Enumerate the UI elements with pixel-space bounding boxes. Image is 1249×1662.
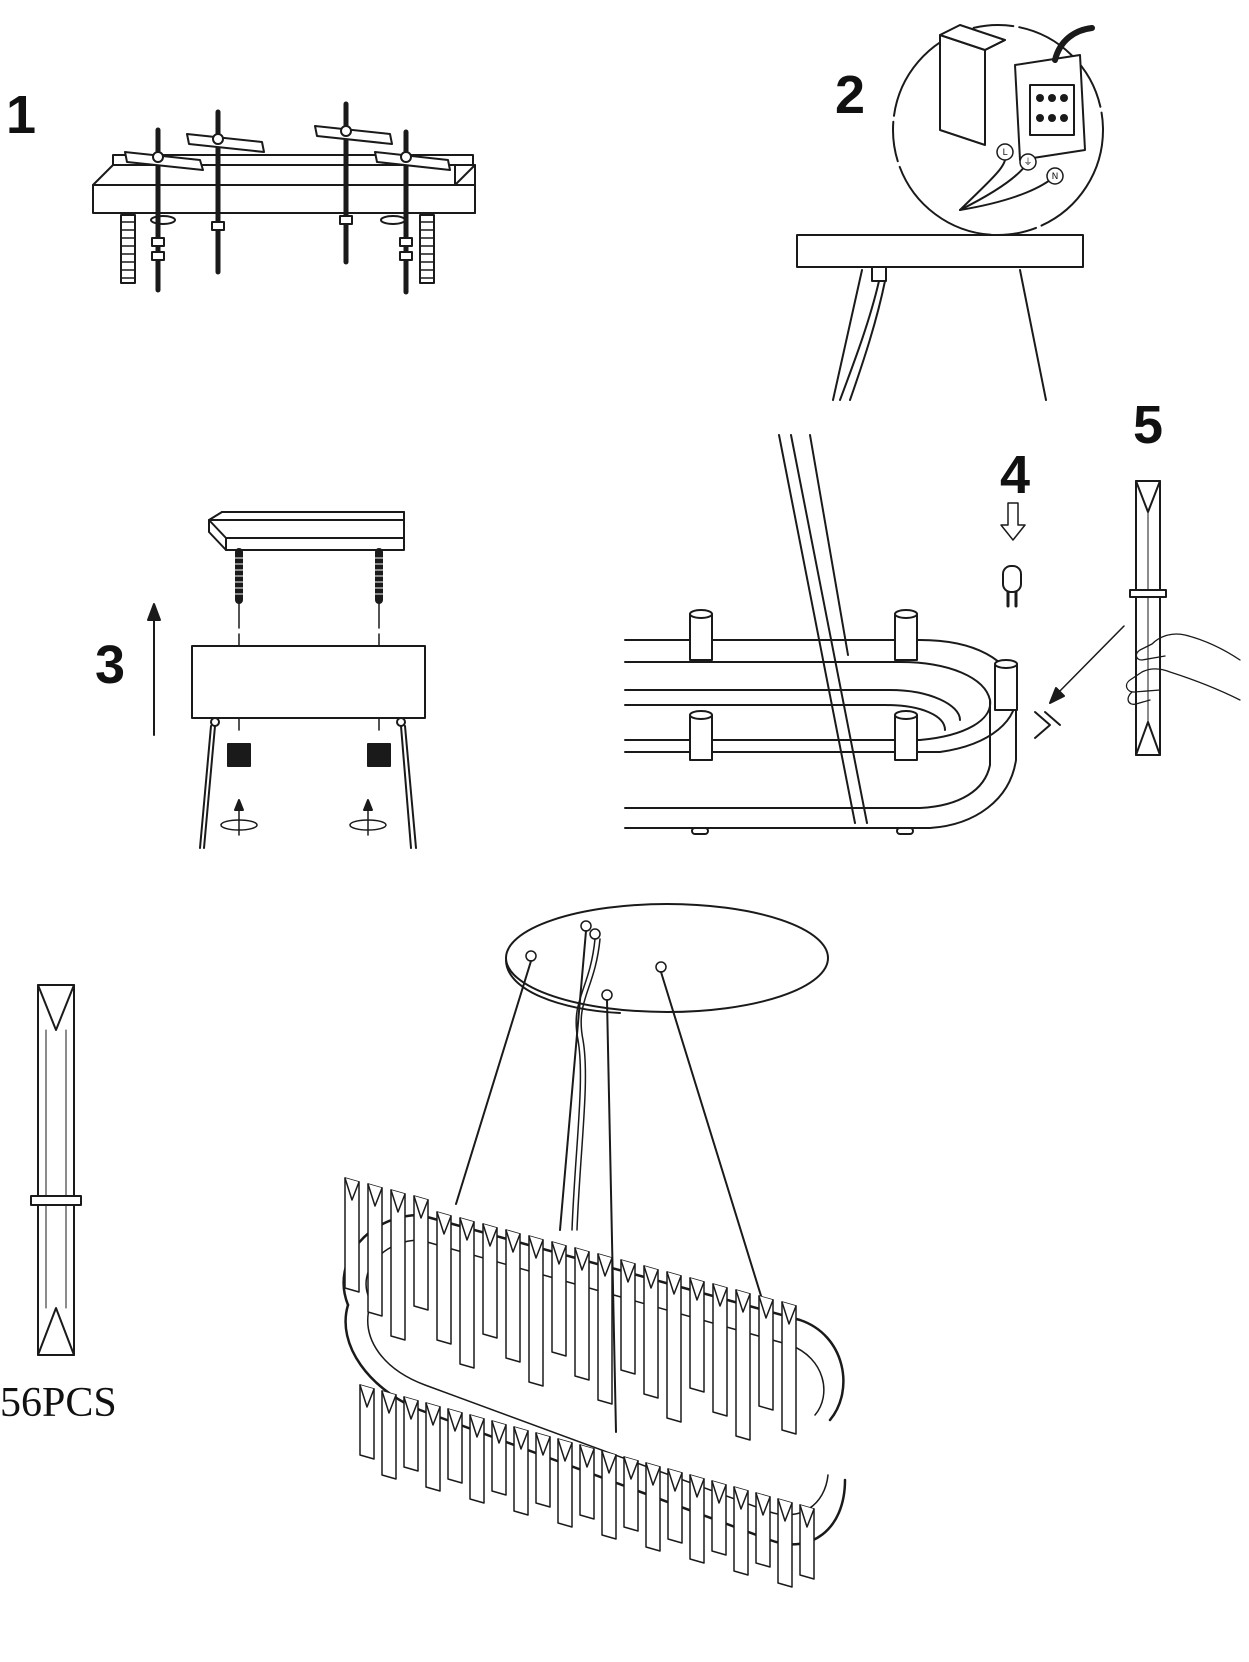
crystal-front [491, 1420, 507, 1496]
step-4-number: 4 [1000, 445, 1031, 505]
crystal-front-facet [601, 1450, 617, 1474]
crystal-front-facet [645, 1462, 661, 1486]
crystal-front [755, 1492, 771, 1568]
crystal-back-facet [436, 1211, 452, 1235]
step-5-number: 5 [1133, 395, 1164, 455]
step-2-wiring-illustration: L ⏚ N [796, 24, 1104, 401]
crystal-front [579, 1444, 595, 1520]
crystal-front-facet [799, 1504, 815, 1528]
crystal-back [574, 1247, 590, 1381]
crystal-back-facet [551, 1241, 567, 1265]
crystal-front [359, 1384, 375, 1460]
crystal-front-facet [777, 1498, 793, 1522]
step-2-number: 2 [835, 65, 866, 125]
step-3-number: 3 [95, 635, 126, 695]
crystal-front [403, 1396, 419, 1472]
terminal-neutral-label: N [1052, 172, 1059, 182]
crystal-back [666, 1271, 682, 1423]
crystal-front [777, 1498, 793, 1588]
crystal-back [689, 1277, 705, 1393]
crystal-front-facet [579, 1444, 595, 1468]
crystal-back-facet [689, 1277, 705, 1301]
crystal-back-facet [459, 1217, 475, 1241]
crystal-back-facet [781, 1301, 797, 1325]
crystal-back [344, 1177, 360, 1293]
crystal-front-facet [535, 1432, 551, 1456]
crystal-front [557, 1438, 573, 1528]
crystal-back [643, 1265, 659, 1399]
crystal-front [381, 1390, 397, 1480]
crystal-back-facet [505, 1229, 521, 1253]
crystal-back [781, 1301, 797, 1435]
crystal-back [505, 1229, 521, 1363]
crystal-front-facet [469, 1414, 485, 1438]
terminal-ground-label: ⏚ [1023, 157, 1032, 168]
step-3-canopy-illustration [147, 511, 426, 849]
crystal-front [733, 1486, 749, 1576]
step-1-number: 1 [6, 85, 37, 145]
crystal-front [425, 1402, 441, 1492]
crystal-back-facet [597, 1253, 613, 1277]
crystal-front [799, 1504, 815, 1580]
crystal-front-facet [557, 1438, 573, 1462]
crystal-back-facet [643, 1265, 659, 1289]
crystal-front-facet [623, 1456, 639, 1480]
crystal-back [597, 1253, 613, 1405]
crystal-front [623, 1456, 639, 1532]
crystal-back [551, 1241, 567, 1357]
crystal-back [735, 1289, 751, 1441]
crystal-front [513, 1426, 529, 1516]
step-4-5-ring-illustration [624, 434, 1241, 835]
crystal-front [469, 1414, 485, 1504]
crystal-back [459, 1217, 475, 1369]
crystal-back-facet [712, 1283, 728, 1307]
crystal-front-facet [755, 1492, 771, 1516]
crystal-back [436, 1211, 452, 1345]
crystal-front-facet [513, 1426, 529, 1450]
crystal-back-facet [390, 1189, 406, 1213]
crystal-back [482, 1223, 498, 1339]
crystal-front-facet [667, 1468, 683, 1492]
crystal-back-facet [574, 1247, 590, 1271]
crystal-front-facet [491, 1420, 507, 1444]
crystal-back-facet [666, 1271, 682, 1295]
crystal-back-facet [620, 1259, 636, 1283]
crystal-front [689, 1474, 705, 1564]
crystal-back-facet [413, 1195, 429, 1219]
crystal-front-facet [711, 1480, 727, 1504]
crystal-front-facet [403, 1396, 419, 1420]
crystal-back-facet [758, 1295, 774, 1319]
crystal-front-facet [425, 1402, 441, 1426]
crystal-front [645, 1462, 661, 1552]
crystal-front [711, 1480, 727, 1556]
crystal-front-facet [359, 1384, 375, 1408]
crystal-front [447, 1408, 463, 1484]
crystal-front [667, 1468, 683, 1544]
crystal-back [528, 1235, 544, 1387]
crystal-back-facet [344, 1177, 360, 1201]
crystal-front [601, 1450, 617, 1540]
crystal-back-facet [528, 1235, 544, 1259]
crystal-front [535, 1432, 551, 1508]
crystal-front-facet [447, 1408, 463, 1432]
crystal-back [367, 1183, 383, 1317]
crystal-back-facet [735, 1289, 751, 1313]
crystal-front-facet [381, 1390, 397, 1414]
crystal-front-facet [689, 1474, 705, 1498]
terminal-live-label: L [1002, 148, 1007, 158]
crystal-back-facet [367, 1183, 383, 1207]
crystal-back-facet [482, 1223, 498, 1247]
crystal-part-illustration [30, 984, 82, 1356]
crystal-back [758, 1295, 774, 1411]
step-1-bracket-illustration [92, 101, 476, 295]
assembled-chandelier-illustration [342, 903, 847, 1588]
crystal-front-facet [733, 1486, 749, 1510]
crystal-back [712, 1283, 728, 1417]
crystal-quantity-label: 56PCS [0, 1380, 117, 1426]
crystal-back [620, 1259, 636, 1375]
crystal-back [413, 1195, 429, 1311]
crystal-back [390, 1189, 406, 1341]
